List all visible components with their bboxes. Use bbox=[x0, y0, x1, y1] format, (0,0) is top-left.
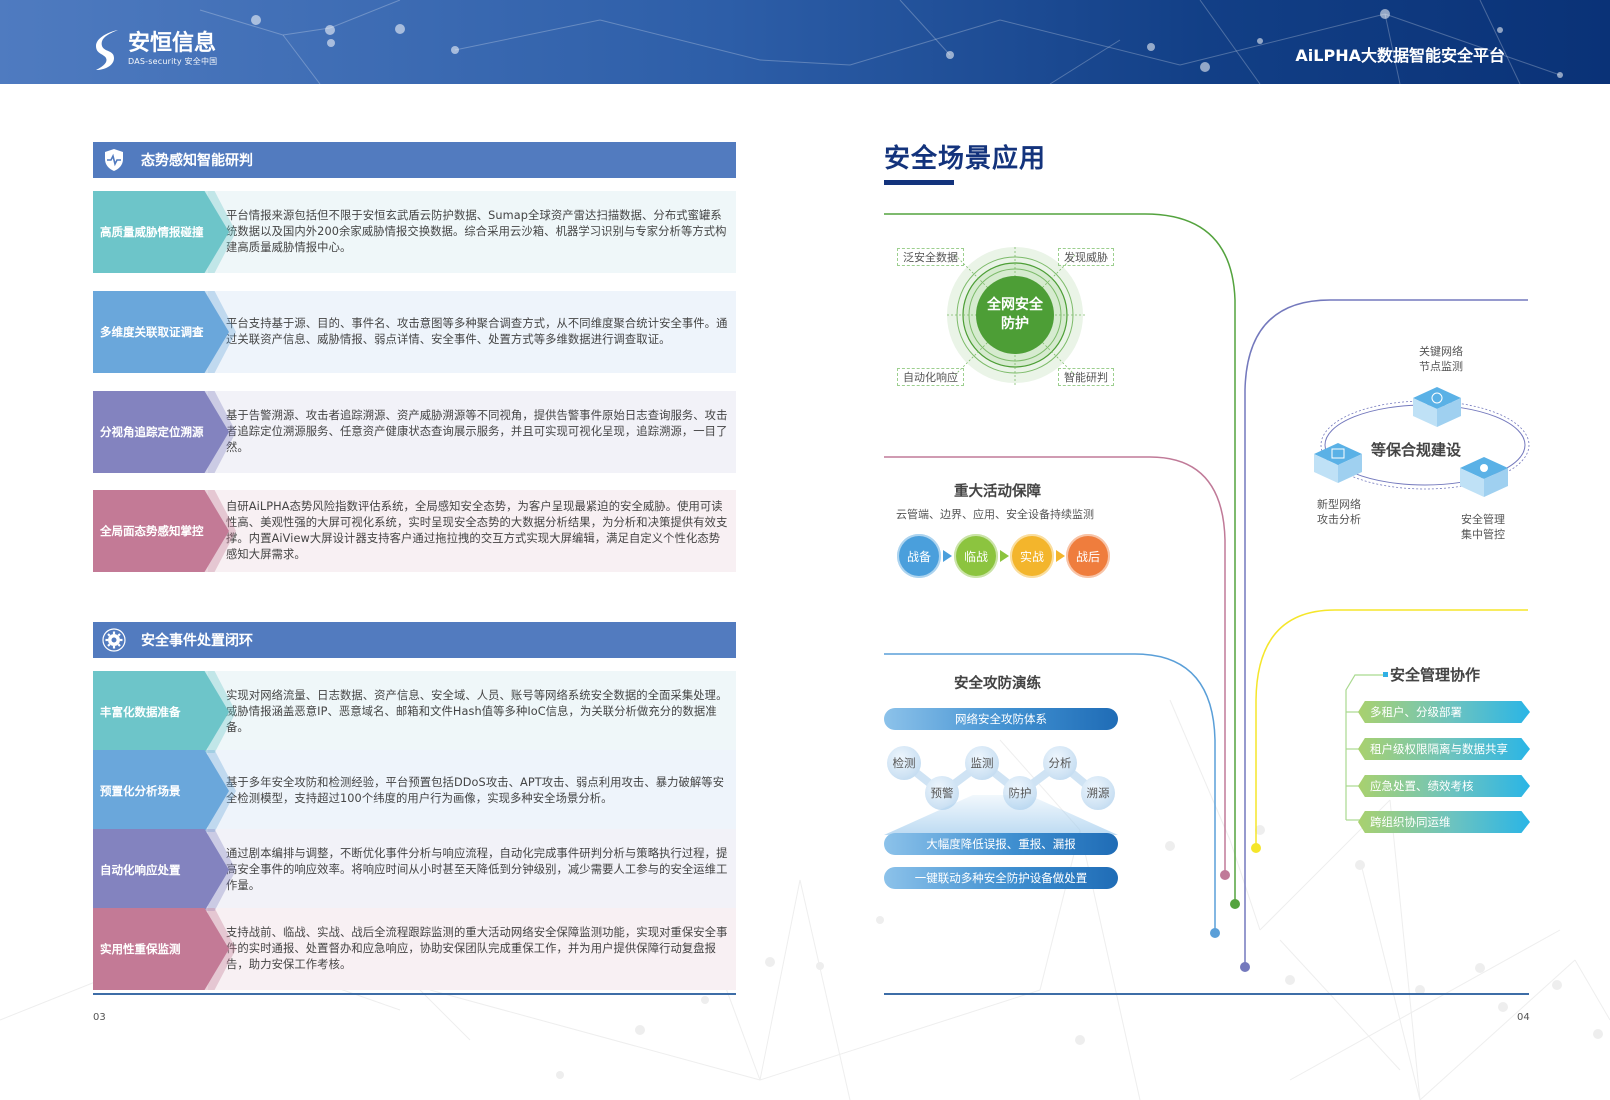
feature-tag: 高质量威胁情报碰撞 bbox=[93, 191, 229, 273]
drill-node: 溯源 bbox=[1081, 776, 1115, 810]
management-item: 跨组织协同运维 bbox=[1358, 811, 1530, 833]
gear-cycle-icon bbox=[101, 627, 127, 653]
management-item: 应急处置、绩效考核 bbox=[1358, 775, 1530, 797]
phase-circle: 实战 bbox=[1010, 534, 1054, 578]
connector-dot-blue bbox=[1210, 928, 1220, 938]
feature-row: 多维度关联取证调查 平台支持基于源、目的、事件名、攻击意图等多种聚合调查方式，从… bbox=[93, 291, 736, 373]
title-underline bbox=[884, 180, 954, 185]
feature-description: 实现对网络流量、日志数据、资产信息、安全域、人员、账号等网络系统安全数据的全面采… bbox=[226, 689, 728, 734]
defense-corner-tag: 发现威胁 bbox=[1058, 248, 1114, 266]
compliance-node-label: 新型网络 攻击分析 bbox=[1317, 498, 1361, 526]
feature-description: 基于多年安全攻防和检测经验，平台预置包括DDoS攻击、APT攻击、弱点利用攻击、… bbox=[226, 776, 725, 805]
page-title: 安全场景应用 bbox=[884, 144, 1047, 174]
phase-circle: 战后 bbox=[1066, 534, 1110, 578]
feature-tag: 预置化分析场景 bbox=[93, 750, 229, 832]
phase-arrow-icon bbox=[1000, 550, 1009, 562]
section-title: 态势感知智能研判 bbox=[141, 153, 253, 169]
feature-description: 基于告警溯源、攻击者追踪溯源、资产威胁溯源等不同视角，提供告警事件原始日志查询服… bbox=[226, 409, 728, 454]
feature-tag: 实用性重保监测 bbox=[93, 908, 229, 990]
feature-row: 丰富化数据准备 实现对网络流量、日志数据、资产信息、安全域、人员、账号等网络系统… bbox=[93, 671, 736, 753]
feature-row: 分视角追踪定位溯源 基于告警溯源、攻击者追踪溯源、资产威胁溯源等不同视角，提供告… bbox=[93, 391, 736, 473]
feature-row: 预置化分析场景 基于多年安全攻防和检测经验，平台预置包括DDoS攻击、APT攻击… bbox=[93, 750, 736, 832]
connector-line-purple bbox=[1244, 299, 1528, 967]
company-logo: 安恒信息 DAS-security 安全中国 bbox=[94, 28, 217, 72]
phase-circle: 战备 bbox=[897, 534, 941, 578]
connector-dot-yellow bbox=[1251, 843, 1261, 853]
compliance-node-label: 安全管理 集中管控 bbox=[1461, 513, 1505, 541]
drill-system-pill: 网络安全攻防体系 bbox=[884, 708, 1118, 730]
defense-corner-tag: 自动化响应 bbox=[897, 368, 964, 386]
feature-description: 通过剧本编排与调整，不断优化事件分析与响应流程，自动化完成事件研判分析与策略执行… bbox=[226, 847, 728, 892]
feature-row: 自动化响应处置 通过剧本编排与调整，不断优化事件分析与响应流程，自动化完成事件研… bbox=[93, 829, 736, 911]
network-node-monitor-icon bbox=[1413, 387, 1461, 427]
feature-row: 全局面态势感知掌控 自研AiLPHA态势风险指数评估系统，全局感知安全态势，为客… bbox=[93, 490, 736, 572]
feature-row: 高质量威胁情报碰撞 平台情报来源包括但不限于安恒玄武盾云防护数据、Sumap全球… bbox=[93, 191, 736, 273]
compliance-title: 等保合规建设 bbox=[1371, 441, 1462, 459]
drill-node: 分析 bbox=[1043, 746, 1077, 780]
connector-dot-green bbox=[1230, 899, 1240, 909]
phase-circle: 临战 bbox=[954, 534, 998, 578]
management-item: 租户级权限隔离与数据共享 bbox=[1358, 738, 1530, 760]
feature-tag: 多维度关联取证调查 bbox=[93, 291, 229, 373]
major-event-title: 重大活动保障 bbox=[954, 484, 1041, 500]
section-header-incident-closed-loop: 安全事件处置闭环 bbox=[93, 622, 736, 658]
drill-title: 安全攻防演练 bbox=[954, 676, 1041, 692]
section-title: 安全事件处置闭环 bbox=[141, 633, 253, 649]
logo-chinese-name: 安恒信息 bbox=[128, 31, 217, 56]
feature-description: 平台支持基于源、目的、事件名、攻击意图等多种聚合调查方式，从不同维度聚合统计安全… bbox=[226, 317, 728, 346]
feature-description: 平台情报来源包括但不限于安恒玄武盾云防护数据、Sumap全球资产雷达扫描数据、分… bbox=[226, 209, 727, 254]
feature-description: 自研AiLPHA态势风险指数评估系统，全局感知安全态势，为客户呈现最紧迫的安全威… bbox=[226, 500, 728, 561]
feature-tag: 丰富化数据准备 bbox=[93, 671, 229, 753]
connector-dot-rose bbox=[1220, 870, 1230, 880]
attack-analysis-icon bbox=[1314, 443, 1362, 483]
drill-node: 监测 bbox=[965, 746, 999, 780]
left-page-rule bbox=[93, 993, 736, 995]
phase-arrow-icon bbox=[1056, 550, 1065, 562]
drill-result-pill: 一键联动多种安全防护设备做处置 bbox=[884, 867, 1118, 889]
section-header-situation-awareness: 态势感知智能研判 bbox=[93, 142, 736, 178]
logo-mark-icon bbox=[96, 30, 118, 70]
defense-corner-tag: 泛安全数据 bbox=[897, 248, 964, 266]
central-control-icon bbox=[1460, 457, 1508, 497]
connector-dot-purple bbox=[1240, 962, 1250, 972]
phase-arrow-icon bbox=[943, 550, 952, 562]
header-banner: 安恒信息 DAS-security 安全中国 AiLPHA大数据智能安全平台 bbox=[0, 0, 1610, 84]
defense-corner-tag: 智能研判 bbox=[1058, 368, 1114, 386]
feature-tag: 自动化响应处置 bbox=[93, 829, 229, 911]
management-title: 安全管理协作 bbox=[1390, 666, 1481, 684]
shield-pulse-icon bbox=[101, 147, 127, 173]
feature-tag: 全局面态势感知掌控 bbox=[93, 490, 229, 572]
major-event-subtitle: 云管端、边界、应用、安全设备持续监测 bbox=[896, 508, 1094, 521]
feature-description: 支持战前、临战、实战、战后全流程跟踪监测的重大活动网络安全保障监测功能，实现对重… bbox=[226, 926, 728, 971]
network-pattern-decoration bbox=[199, 0, 1563, 84]
feature-row: 实用性重保监测 支持战前、临战、实战、战后全流程跟踪监测的重大活动网络安全保障监… bbox=[93, 908, 736, 990]
feature-tag: 分视角追踪定位溯源 bbox=[93, 391, 229, 473]
compliance-node-label: 关键网络 节点监测 bbox=[1419, 345, 1463, 373]
management-item: 多租户、分级部署 bbox=[1358, 701, 1530, 723]
management-bullet-icon bbox=[1383, 672, 1388, 677]
left-page-number: 03 bbox=[93, 1012, 106, 1023]
management-tree-lines bbox=[1345, 674, 1383, 821]
drill-result-pill: 大幅度降低误报、重报、漏报 bbox=[884, 833, 1118, 855]
drill-node: 检测 bbox=[887, 746, 921, 780]
connector-line-green bbox=[884, 213, 1236, 904]
right-page-rule bbox=[884, 993, 1529, 995]
logo-english-name: DAS-security 安全中国 bbox=[128, 57, 218, 66]
connector-line-rose bbox=[884, 456, 1226, 875]
connector-line-yellow bbox=[1255, 609, 1528, 845]
connector-line-blue bbox=[884, 653, 1216, 930]
right-page-number: 04 bbox=[1517, 1012, 1530, 1023]
defense-core-label: 全网安全 防护 bbox=[976, 276, 1054, 354]
platform-title: AiLPHA大数据智能安全平台 bbox=[1295, 46, 1505, 65]
